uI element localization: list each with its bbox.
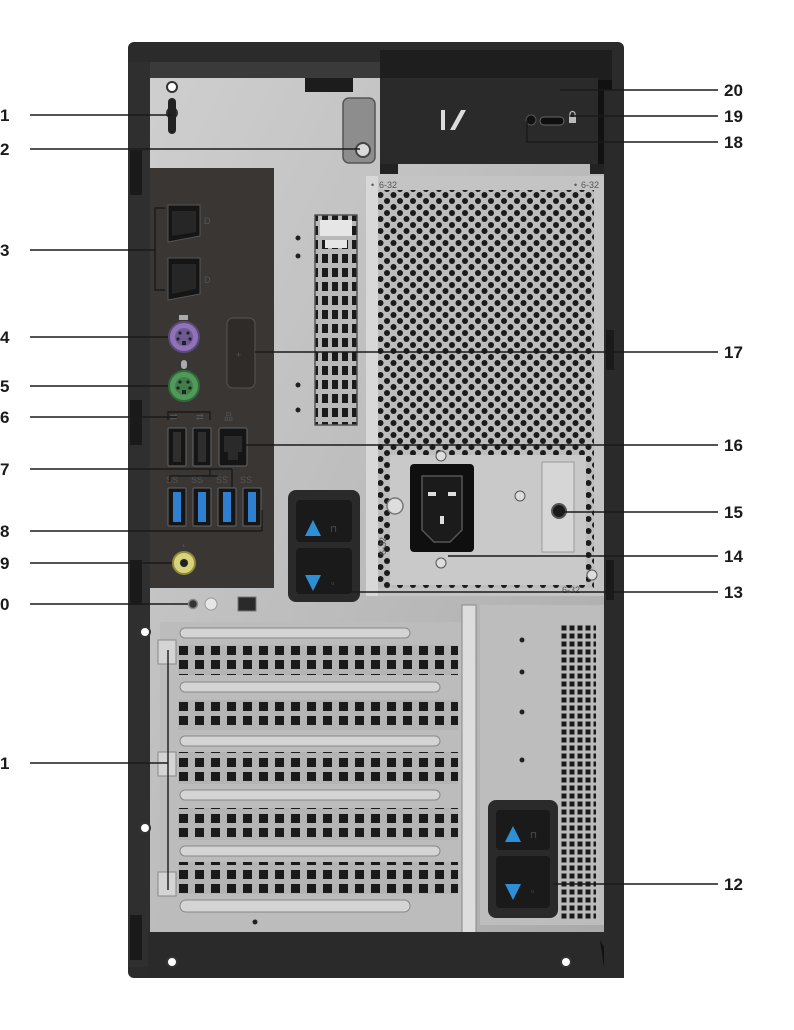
callout-label: 13 [724,583,743,602]
power-connector[interactable] [410,464,474,552]
svg-text:D: D [204,275,211,285]
headset-icon: ◔ [180,541,185,551]
padlock-icon: ▫ [331,578,334,588]
svg-text:▫: ▫ [531,886,534,896]
network-icon: 品 [224,412,233,422]
svg-text:SS: SS [216,475,228,485]
latch-release-icon [441,110,466,130]
lock-pin [525,114,537,126]
svg-text:SS: SS [191,475,203,485]
network-port[interactable] [218,427,248,467]
callout-label: 6 [0,408,9,427]
callout-label: 8 [0,522,9,541]
displayport-2[interactable] [167,257,201,301]
svg-text:6-32: 6-32 [378,537,388,555]
callout-label: 0 [0,595,9,614]
svg-text:6-32: 6-32 [562,585,580,595]
mouse-icon [181,360,187,369]
callout-label: 3 [0,241,9,260]
ps2-keyboard-port[interactable] [168,321,200,353]
callout-label: 9 [0,554,9,573]
arrow-up-icon [305,520,321,536]
svg-text:SS: SS [240,475,252,485]
security-cable-slot[interactable] [539,116,565,126]
callout-numbers-right: 20 19 18 17 16 15 14 13 12 [724,81,743,894]
right-side-grille [560,625,596,920]
callout-label: 7 [0,460,9,479]
serial-knockout [226,317,256,389]
callout-label: 1 [0,754,9,773]
psu-diagnostic-button[interactable] [551,503,567,519]
usb3-port-2[interactable] [192,487,212,527]
svg-text:6-32: 6-32 [581,180,599,190]
psu-release-lever[interactable]: ⊓ ▫ [288,490,360,602]
lock-icon [569,110,576,123]
keyboard-icon [179,315,188,320]
callout-label: 1 [0,106,9,125]
callout-label: 20 [724,81,743,100]
callout-label: 2 [0,140,9,159]
callout-label: 16 [724,436,743,455]
svg-text:⇄: ⇄ [196,412,204,422]
svg-text:•: • [371,180,374,190]
pcie-vertical-slot [314,214,358,426]
svg-text:•: • [574,180,577,190]
svg-text:⊓: ⊓ [530,830,537,840]
svg-text:SS: SS [166,475,178,485]
arrow-down-icon [305,575,321,591]
unlock-icon: ⊓ [330,524,337,534]
audio-line-out-jack[interactable] [172,551,196,575]
drive-bay-release-lever[interactable]: ⊓ ▫ [488,800,558,918]
displayport-icon: D [204,216,211,226]
diagnostic-led [187,598,199,610]
callout-label: 4 [0,328,10,347]
callout-label: 5 [0,377,9,396]
callout-lines [30,89,718,890]
displayport-1[interactable] [167,204,201,243]
callout-numbers-left: 1 2 3 4 5 6 7 8 9 0 1 [0,106,10,773]
callout-label: 15 [724,503,743,522]
callout-label: 14 [724,547,743,566]
usb3-port-1[interactable] [167,487,187,527]
callout-label: 12 [724,875,743,894]
screw-label: 6-32 [379,180,397,190]
side-cover-latch[interactable] [380,50,612,80]
usb3-port-3[interactable] [217,487,237,527]
callout-label: 18 [724,133,743,152]
callout-label: 17 [724,343,743,362]
padlock-loop [168,98,176,134]
svg-text:+: + [236,350,241,360]
callout-label: 19 [724,107,743,126]
ps2-mouse-port[interactable] [168,370,200,402]
pcie-slot-covers [178,627,458,913]
usb3-port-4[interactable] [242,487,262,527]
